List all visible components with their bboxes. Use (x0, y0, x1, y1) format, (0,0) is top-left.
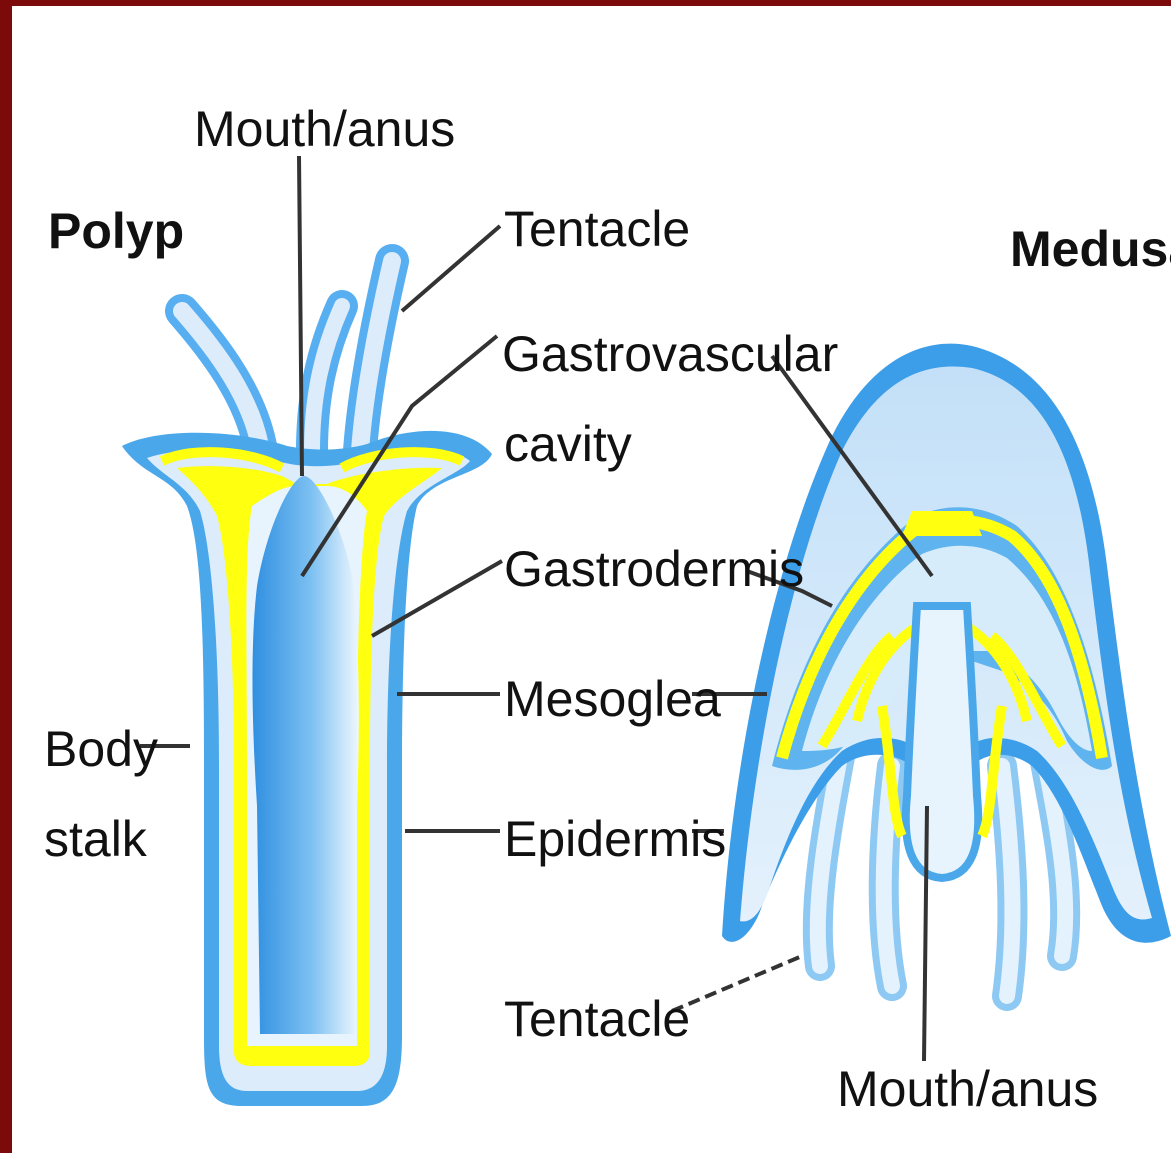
label-medusa: Medusa (1010, 221, 1171, 277)
label-tentacle-bottom: Tentacle (504, 991, 690, 1047)
label-gastrovascular-line2: cavity (504, 416, 632, 472)
cnidarian-body-forms-diagram: Mouth/anus Polyp Medusa Tentacle Gastrov… (12, 6, 1171, 1153)
label-mouth-anus-bottom: Mouth/anus (837, 1061, 1098, 1117)
label-polyp: Polyp (48, 203, 184, 259)
label-body-line1: Body (44, 721, 158, 777)
label-mesoglea: Mesoglea (504, 671, 721, 727)
label-epidermis: Epidermis (504, 811, 726, 867)
label-body-line2: stalk (44, 811, 148, 867)
label-tentacle-top: Tentacle (504, 201, 690, 257)
label-gastrodermis: Gastrodermis (504, 541, 804, 597)
label-mouth-anus-top: Mouth/anus (194, 101, 455, 157)
medusa-manubrium (906, 606, 978, 878)
medusa-illustration (722, 344, 1171, 996)
diagram-frame: Mouth/anus Polyp Medusa Tentacle Gastrov… (12, 6, 1171, 1153)
label-gastrovascular-line1: Gastrovascular (502, 326, 838, 382)
polyp-cavity (252, 476, 358, 1034)
polyp-tentacles (182, 261, 392, 451)
